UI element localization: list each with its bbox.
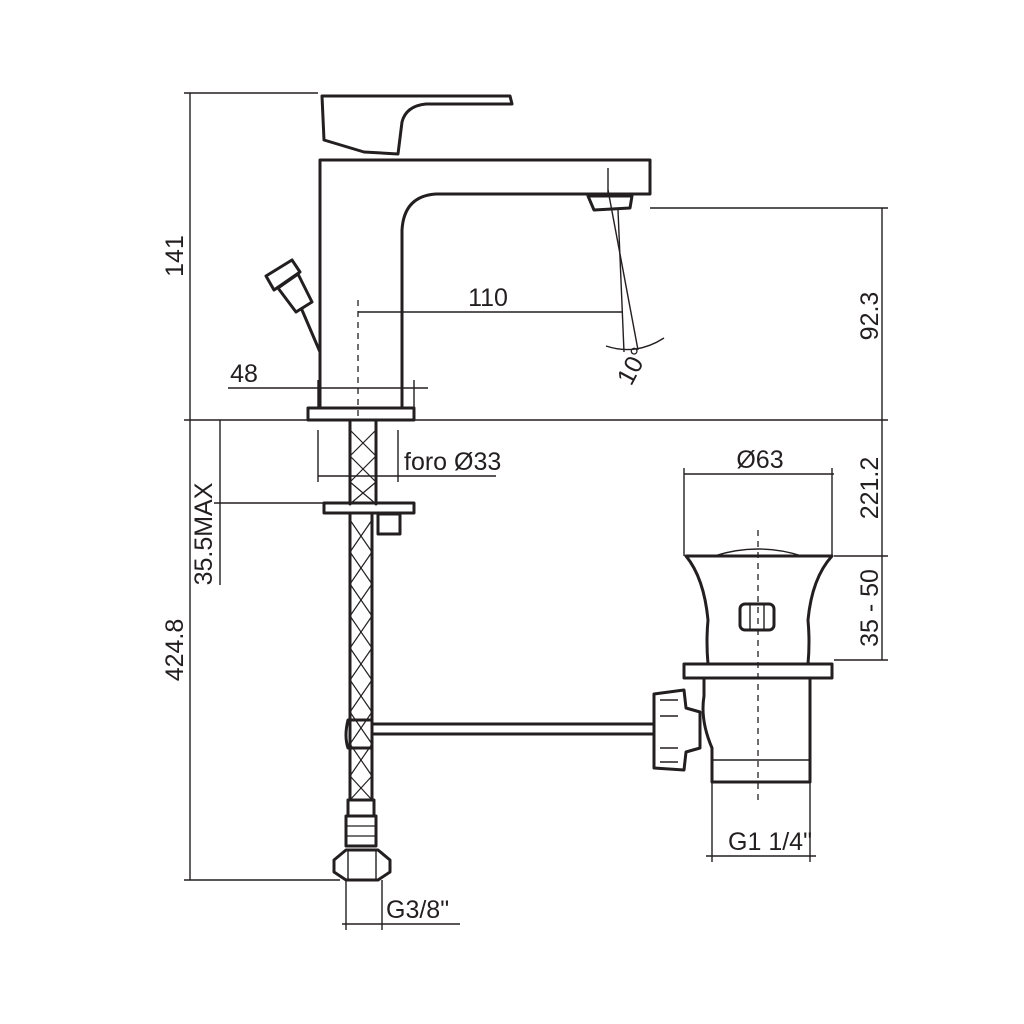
label-spout-angle: 10° [612, 343, 654, 390]
label-base-dia: 48 [230, 360, 258, 388]
label-waste-dia: Ø63 [736, 446, 783, 474]
pop-up-waste [370, 548, 834, 784]
label-spout-height: 92.3 [856, 292, 884, 341]
label-hole: foro Ø33 [404, 448, 501, 476]
center-lines [357, 189, 759, 800]
label-reach: 110 [468, 284, 508, 312]
label-deck-max: 35.5MAX [190, 482, 218, 585]
label-waste-range: 35 - 50 [856, 569, 884, 647]
dimension-lines [184, 92, 888, 930]
label-hose-length: 424.8 [161, 619, 189, 682]
dimension-labels: 141 92.3 110 10° 48 foro Ø33 35.5MAX 424… [161, 235, 884, 924]
mixer-body [306, 94, 652, 422]
label-height-141: 141 [161, 235, 189, 277]
pop-up-rod [264, 258, 322, 354]
label-waste-height: 221.2 [856, 457, 884, 520]
label-waste-thread: G1 1/4" [728, 828, 812, 856]
shank [322, 418, 416, 536]
label-hose-thread: G3/8" [386, 896, 449, 924]
flexible-hose [332, 512, 392, 882]
